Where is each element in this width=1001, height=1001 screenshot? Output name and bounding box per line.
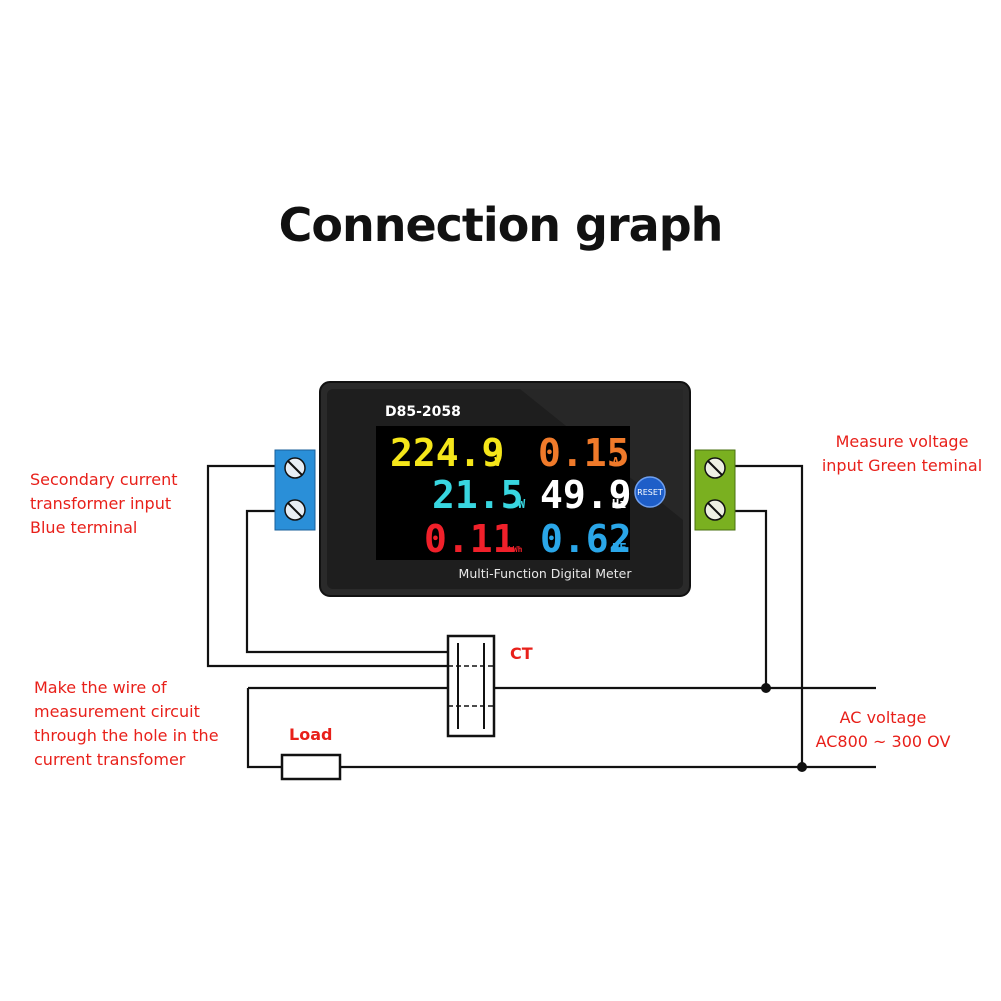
measure-voltage-label: Measure voltage input Green teminal xyxy=(821,432,983,475)
green-terminal xyxy=(694,449,736,531)
reading-unit: V xyxy=(494,455,501,469)
reading-unit: A xyxy=(612,455,620,469)
blue-terminal xyxy=(274,449,316,531)
ct-wire-lower xyxy=(245,509,448,654)
reading-value: 0.15 xyxy=(538,431,630,475)
reset-button[interactable]: RESET xyxy=(634,476,666,508)
page-title: Connection graph xyxy=(278,198,724,252)
reading-value: 49.9 xyxy=(540,473,632,517)
meter-caption: Multi-Function Digital Meter xyxy=(459,566,633,581)
voltage-wire-lower xyxy=(735,509,768,688)
ct-wire-upper xyxy=(206,464,448,668)
reading-value: 21.5 xyxy=(432,473,524,517)
meter-screen xyxy=(376,426,630,560)
reset-label: RESET xyxy=(637,488,663,497)
meter-model: D85-2058 xyxy=(385,404,461,420)
current-transformer xyxy=(446,634,496,738)
reading-value: 224.9 xyxy=(390,431,504,475)
reading-unit: Hz xyxy=(612,497,626,511)
junction-dot xyxy=(797,762,807,772)
voltage-wire-upper xyxy=(735,464,804,767)
load-label: Load xyxy=(289,725,332,744)
junction-dot xyxy=(761,683,771,693)
reading-unit: W xyxy=(518,497,526,511)
reading-unit: PF xyxy=(612,541,626,555)
wiring xyxy=(206,464,876,769)
ct-label: CT xyxy=(510,644,533,663)
secondary-input-label: Secondary current transformer input Blue… xyxy=(30,470,178,537)
reading-value: 0.62 xyxy=(540,517,632,561)
ac-voltage-label: AC voltage AC800 ~ 300 OV xyxy=(815,708,951,751)
load-return-wire xyxy=(246,688,282,769)
wire-instruction-label: Make the wire of measurement circuit thr… xyxy=(34,678,219,769)
reading-value: 0.11 xyxy=(424,517,516,561)
load-resistor xyxy=(280,753,342,781)
reading-unit: kWh xyxy=(508,545,523,554)
